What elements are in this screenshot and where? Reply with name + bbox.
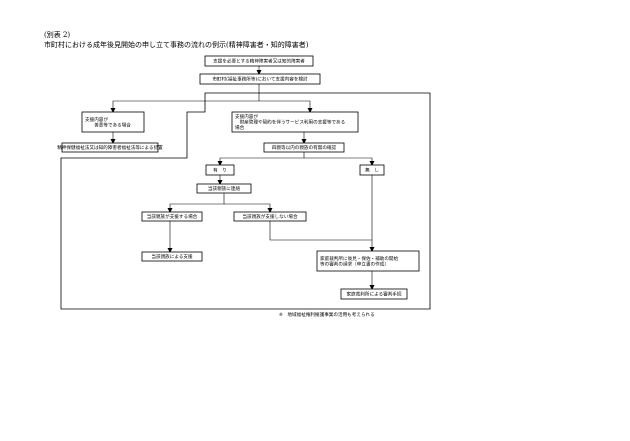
flow-node-text: 家庭裁判所に後見・保佐・補助の開始 <box>320 255 399 262</box>
flow-edge-n9-n10 <box>167 193 225 213</box>
flow-node-text: 有 り <box>213 167 227 174</box>
flow-node-box <box>196 183 252 194</box>
flow-node-n9: 当該親族に連絡 <box>196 183 252 194</box>
flow-edge-n6-n8 <box>304 157 375 166</box>
flow-node-box <box>233 211 307 222</box>
flow-edge-n11-n13 <box>269 221 372 241</box>
flow-node-text: 市町村(福祉事務所等)において支援内容を検討 <box>212 76 308 83</box>
flow-node-text: 財産管理や契約を伴うサービス利用の支援等である <box>235 119 345 126</box>
flow-edge-n9-n11 <box>224 203 273 213</box>
page-title: 市町村における成年後見開始の申し立て事務の流れの例示(精神障害者・知的障害者) <box>44 41 309 49</box>
flow-edge-n2-n4 <box>259 100 313 113</box>
flow-node-n5: 精神保健福祉法又は知的障害者福祉法等による措置 <box>57 142 163 153</box>
flow-node-box <box>204 55 314 67</box>
flow-node-n7: 有 り <box>205 164 235 176</box>
flow-node-text: 精神保健福祉法又は知的障害者福祉法等による措置 <box>57 144 163 151</box>
flow-node-box <box>231 111 359 133</box>
flow-node-text: 支援内容が <box>85 116 108 123</box>
flow-node-box <box>340 288 408 300</box>
flow-node-text: 支援内容が <box>235 113 258 120</box>
flow-node-text: 当該親族による支援 <box>151 253 193 260</box>
attachment-label: (別表 2) <box>44 31 71 39</box>
footnote: ※ 地域福祉権利擁護事業の活用も考えられる <box>279 311 375 318</box>
flow-node-n3: 支援内容が 善意等である場合 <box>81 111 145 133</box>
flow-node-text: 善意等である場合 <box>85 121 131 128</box>
flow-node-n1: 支援を必要とする精神障害者又は知的障害者 <box>204 55 314 67</box>
flow-node-box <box>61 142 159 153</box>
flow-node-box <box>263 142 345 153</box>
flow-node-text: 家庭裁判所による審判手続 <box>347 291 402 298</box>
flow-node-text: 場合 <box>235 124 245 131</box>
flow-node-text: 当該親族が支援する場合 <box>147 213 198 220</box>
flow-node-text: 四親等以内の親族の有無の確認 <box>272 144 337 151</box>
flow-node-n14: 家庭裁判所による審判手続 <box>340 288 408 300</box>
flow-node-text: 無 し <box>365 167 379 174</box>
flow-node-box <box>359 164 385 176</box>
procedure-frame <box>60 92 431 310</box>
flow-node-n8: 無 し <box>359 164 385 176</box>
flow-node-n11: 当該親族が支援しない場合 <box>233 211 307 222</box>
flow-node-box <box>316 250 420 272</box>
flow-node-text: 等の審判の請求（申立書の作成） <box>320 260 389 267</box>
flow-node-text: 支援を必要とする精神障害者又は知的障害者 <box>213 58 305 65</box>
flow-node-box <box>205 164 235 176</box>
flow-node-box <box>141 211 203 222</box>
flow-node-text: 当該親族が支援しない場合 <box>242 213 298 220</box>
flow-node-text: 当該親族に連絡 <box>208 185 241 192</box>
flow-node-n6: 四親等以内の親族の有無の確認 <box>263 142 345 153</box>
flow-node-box <box>199 73 321 85</box>
flow-edge-n6-n7 <box>217 152 305 166</box>
flow-node-box <box>81 111 145 133</box>
flow-node-n12: 当該親族による支援 <box>141 251 203 262</box>
flow-node-box <box>141 251 203 262</box>
flow-node-n2: 市町村(福祉事務所等)において支援内容を検討 <box>199 73 321 85</box>
flow-node-n10: 当該親族が支援する場合 <box>141 211 203 222</box>
flow-edge-n2-n3 <box>110 84 260 113</box>
